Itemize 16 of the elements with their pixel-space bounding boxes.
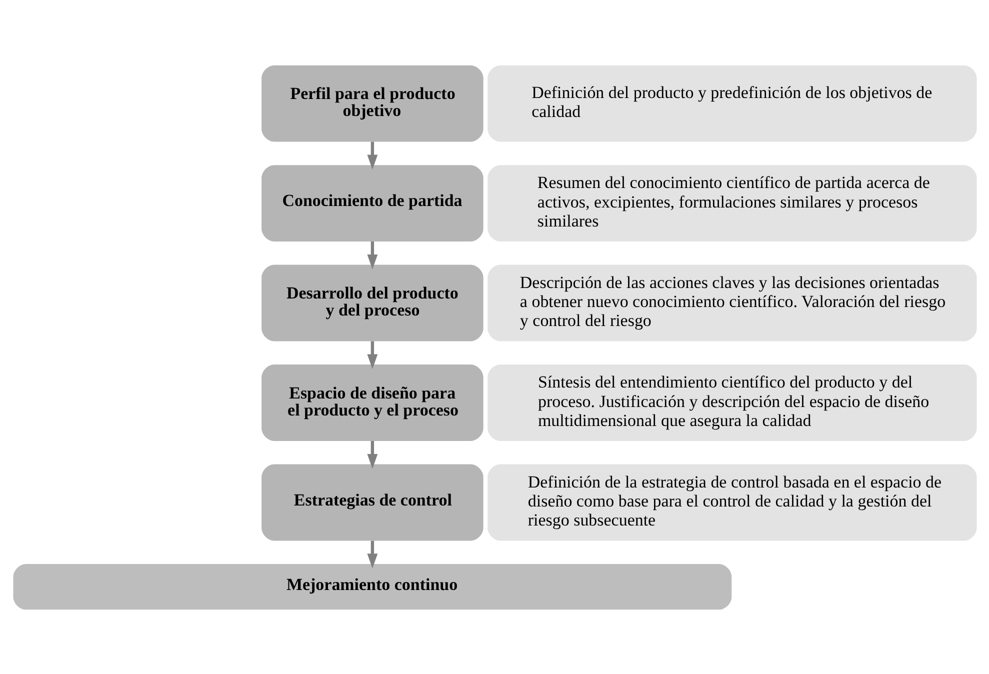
node-box: Definición del producto y predefinición de los objetivos de calidad <box>487 64 976 142</box>
node-box: Síntesis del entendimiento científico del producto y del proceso. Justificación y descripción del espacio de diseño multidimensional que asegura la calidad <box>487 364 976 440</box>
node-box: Resumen del conocimiento científico de partida acerca de activos, excipientes, formulaciones similares y procesos similares <box>487 164 976 241</box>
node-box: Mejoramiento continuo <box>12 564 732 610</box>
arrow <box>366 540 378 568</box>
node-box: Definición de la estrategia de control basada en el espacio de diseño como base para el control de calidad y la gestión del riesgo subsecuente <box>487 464 976 540</box>
arrow <box>366 141 378 170</box>
node-box: Estrategias de control <box>261 464 483 540</box>
arrow <box>366 440 378 468</box>
node-box: Desarrollo del producto y del proceso <box>261 264 483 341</box>
arrow <box>366 241 378 269</box>
node-box: Descripción de las acciones claves y las decisiones orientadas a obtener nuevo conocimiento científico. Valoración del riesgo y control del riesgo <box>487 264 976 341</box>
node-box: Perfil para el producto objetivo <box>261 64 483 142</box>
arrow <box>366 340 378 369</box>
node-box: Conocimiento de partida <box>261 164 483 241</box>
node-box: Espacio de diseño para el producto y el proceso <box>261 364 483 440</box>
